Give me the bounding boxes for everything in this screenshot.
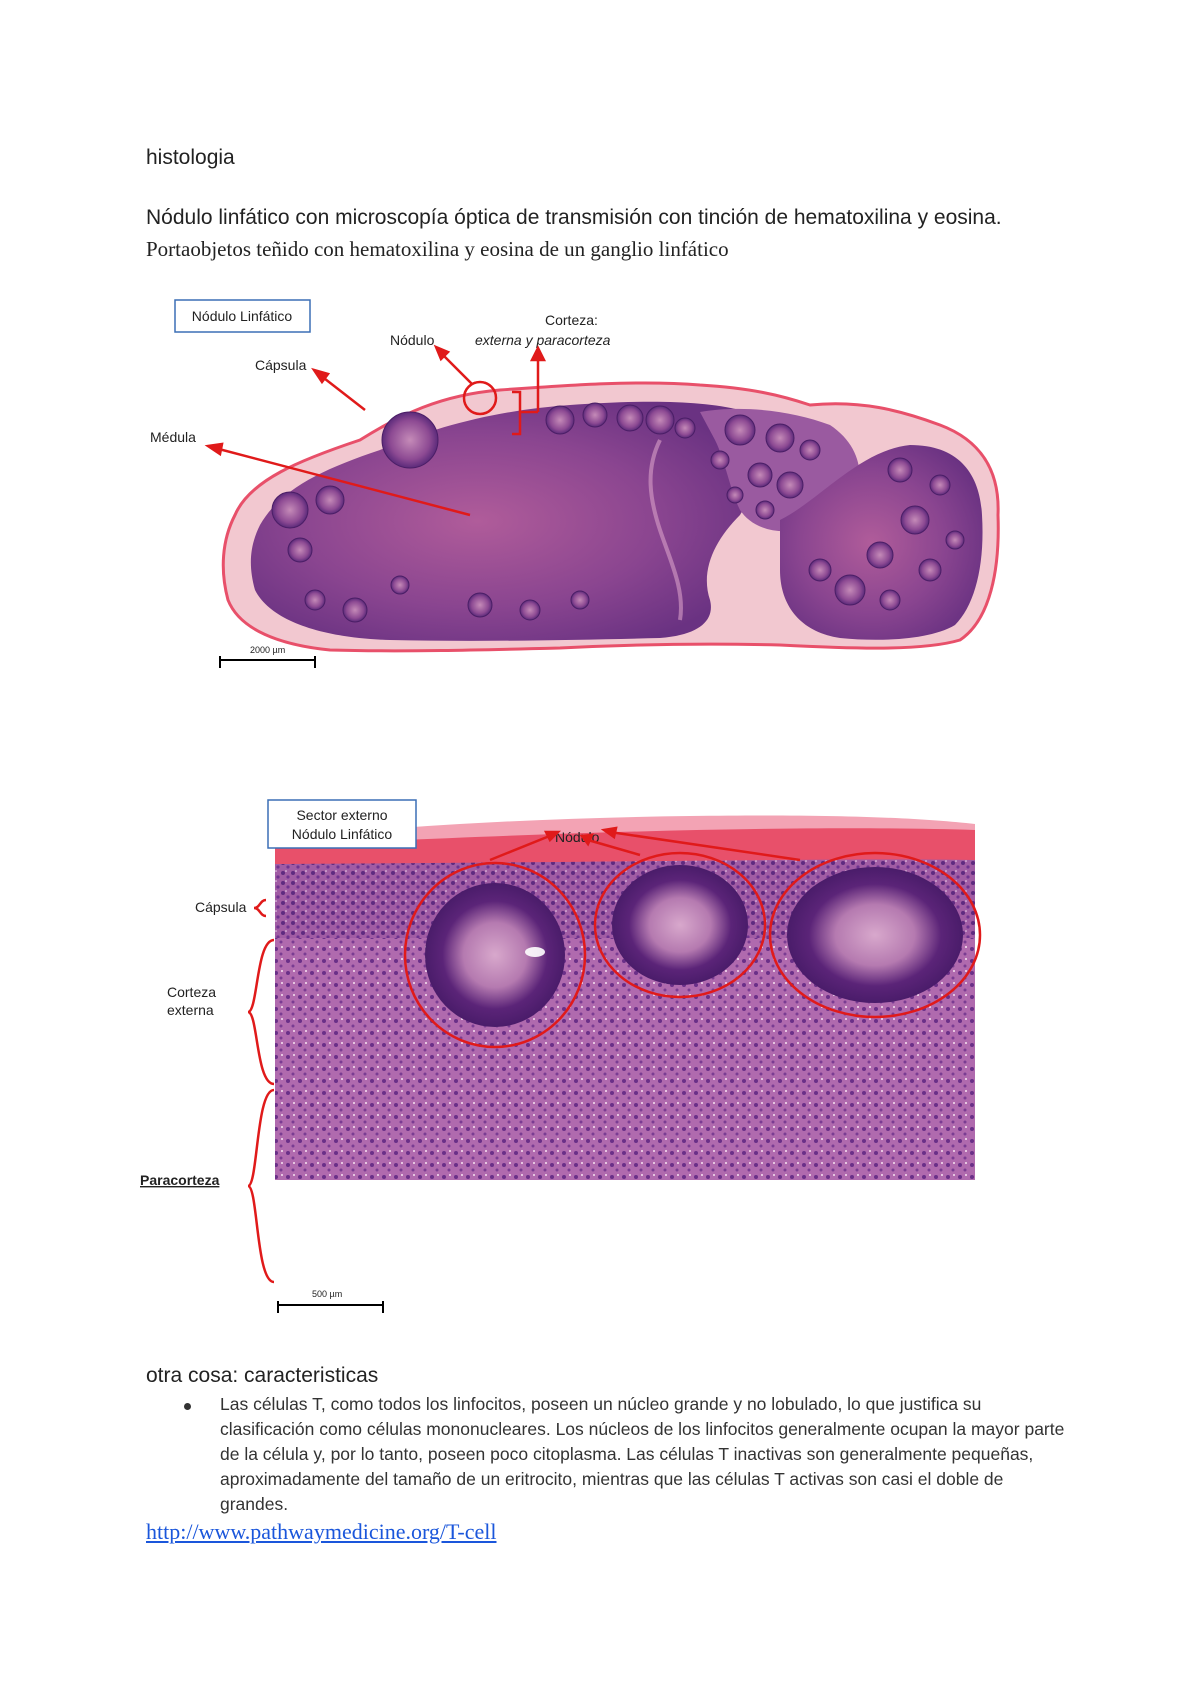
characteristics-list: Las células T, como todos los linfocitos…: [146, 1392, 1066, 1517]
label-corteza-2: Corteza: [167, 984, 216, 1000]
label-corteza: Corteza:: [545, 312, 598, 328]
figure1-scale-bar: [219, 656, 316, 668]
figure1-title: Nódulo Linfático: [192, 308, 293, 324]
figure2-annotation-marks: [246, 826, 982, 1284]
label-corteza-sub: externa y paracorteza: [475, 332, 611, 348]
figure2-scale-label: 500 µm: [312, 1289, 342, 1299]
figure-lymph-node-overview: Nódulo Linfático Cápsula Médula Nódulo C…: [150, 299, 1000, 668]
description-line-1: Nódulo linfático con microscopía óptica …: [146, 206, 1002, 229]
figure-outer-sector: Sector externo Nódulo Linfático Nódulo C…: [140, 799, 982, 1313]
figure2-scale-bar: [277, 1301, 384, 1313]
figure1-annotation-arrows: [204, 344, 547, 517]
bullet-icon: [184, 1403, 191, 1410]
section-title: otra cosa: caracteristicas: [146, 1364, 379, 1387]
pathwaymedicine-link[interactable]: http://www.pathwaymedicine.org/T-cell: [146, 1519, 497, 1544]
label-capsula-2: Cápsula: [195, 899, 247, 915]
figure2-title-line-1: Sector externo: [296, 807, 387, 823]
figure2-title-box: [267, 799, 417, 849]
list-item-text: Las células T, como todos los linfocitos…: [220, 1394, 1065, 1514]
document-heading: histologia: [146, 146, 235, 169]
list-item: Las células T, como todos los linfocitos…: [146, 1392, 1066, 1517]
figure2-title-line-2: Nódulo Linfático: [292, 826, 393, 842]
figure1-scale-label: 2000 µm: [250, 645, 285, 655]
outer-sector-tissue-image: [275, 815, 975, 1180]
figure1-title-box: [174, 299, 311, 333]
label-medula: Médula: [150, 429, 196, 445]
lymph-node-tissue-image: [221, 381, 1000, 653]
label-externa-2: externa: [167, 1002, 214, 1018]
description-line-2: Portaobjetos teñido con hematoxilina y e…: [146, 237, 729, 261]
label-capsula: Cápsula: [255, 357, 307, 373]
label-paracorteza: Paracorteza: [140, 1172, 220, 1188]
label-nodulo: Nódulo: [390, 332, 435, 348]
